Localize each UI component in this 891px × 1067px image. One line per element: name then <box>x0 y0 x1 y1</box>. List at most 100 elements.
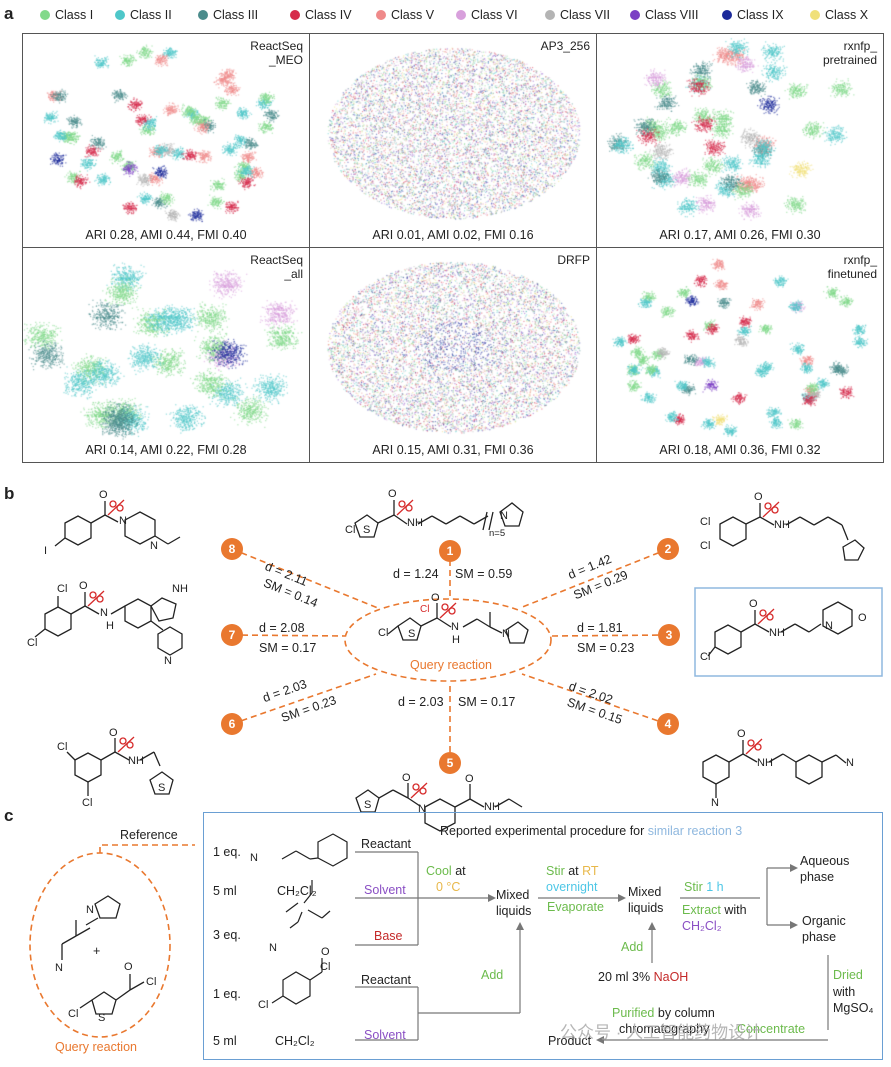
evaporate-step: Evaporate <box>547 900 604 914</box>
atom-nh: NH <box>769 627 785 639</box>
scatter-canvas <box>597 248 883 462</box>
atom-h: H <box>106 620 114 632</box>
reaction-node-4: 4 <box>657 713 679 735</box>
legend-dot <box>40 10 50 20</box>
distance-label-5: d = 2.03 <box>398 695 444 709</box>
role-3: Base <box>374 929 403 943</box>
plot-name: ReactSeq _MEO <box>250 39 303 67</box>
scatter-canvas <box>310 34 596 247</box>
aqueous-phase: Aqueous phase <box>800 854 850 884</box>
extract-step: Extract with <box>682 903 747 917</box>
atom-n: N <box>451 621 459 633</box>
reaction-node-1: 1 <box>439 540 461 562</box>
plot-name: DRFP <box>557 253 590 267</box>
atom-n: N <box>711 797 719 809</box>
scatter-canvas <box>597 34 883 247</box>
plot-metrics: ARI 0.17, AMI 0.26, FMI 0.30 <box>659 228 821 242</box>
amount-5: 5 ml <box>213 1034 237 1048</box>
legend-dot <box>115 10 125 20</box>
role-2: Solvent <box>364 883 406 897</box>
plot-name: rxnfp_ finetuned <box>827 253 877 281</box>
legend-dot <box>376 10 386 20</box>
panel-c-letter: c <box>4 806 14 825</box>
legend-label: Class IV <box>305 8 352 22</box>
dried-with: with MgSO₄ <box>833 985 874 1015</box>
reaction-node-7: 7 <box>221 624 243 646</box>
atom-n: N <box>500 510 508 522</box>
watermark: 公众号 · 人工智能药物设计 <box>560 1023 763 1042</box>
atom-h2n: N <box>250 852 258 864</box>
panel-a-letter: a <box>4 4 14 23</box>
sm-label-1: SM = 0.59 <box>455 567 513 581</box>
scatter-canvas <box>23 248 309 462</box>
sm-label-6: SM = 0.23 <box>279 693 339 725</box>
legend-dot <box>545 10 555 20</box>
stir-rt: RT <box>582 864 599 878</box>
atom-cl: Cl <box>700 540 711 552</box>
atom-o: O <box>754 491 763 503</box>
purified-word: Purified <box>612 1006 655 1020</box>
atom-s: S <box>364 799 372 811</box>
query-reaction-label-c: Query reaction <box>55 1040 137 1054</box>
cool-word: Cool <box>426 864 452 878</box>
atom-n: N <box>418 803 426 815</box>
stir-1h-step: Stir 1 h <box>684 880 724 894</box>
atom-o: O <box>749 598 758 610</box>
atom-s: S <box>408 628 416 640</box>
distance-label-6: d = 2.03 <box>260 676 309 706</box>
atom-i: I <box>44 545 48 557</box>
plot-metrics: ARI 0.15, AMI 0.31, FMI 0.36 <box>372 443 534 457</box>
plot-metrics: ARI 0.28, AMI 0.44, FMI 0.40 <box>85 228 247 242</box>
atom-o: O <box>124 961 133 973</box>
atom-s: S <box>98 1012 106 1024</box>
amount-4: 1 eq. <box>213 987 241 1001</box>
mixed-liquids-1: Mixed liquids <box>496 888 532 918</box>
formula-2: CH₂Cl₂ <box>277 884 317 898</box>
atom-n: N <box>502 628 510 640</box>
product-label: Product <box>548 1034 592 1048</box>
atom-n: N <box>119 515 127 527</box>
tsne-plot-drfp: DRFP ARI 0.15, AMI 0.31, FMI 0.36 <box>310 248 597 462</box>
naoh-amount: 20 ml 3% <box>598 970 654 984</box>
legend-item: Class V <box>376 8 434 22</box>
plot-metrics: ARI 0.14, AMI 0.22, FMI 0.28 <box>85 443 247 457</box>
legend-dot <box>456 10 466 20</box>
atom-n: N <box>164 655 172 667</box>
legend-dot <box>198 10 208 20</box>
atom-cl: Cl <box>378 627 389 639</box>
atom-nh: NH <box>128 755 144 767</box>
amount-3: 3 eq. <box>213 928 241 942</box>
sm-label-7: SM = 0.17 <box>259 641 317 655</box>
extract-word: Extract <box>682 903 721 917</box>
atom-o: O <box>465 773 474 785</box>
tsne-plot-reactseq-all: ReactSeq _all ARI 0.14, AMI 0.22, FMI 0.… <box>23 248 310 462</box>
atom-cl: Cl <box>82 797 93 809</box>
cool-temp: 0 °C <box>436 880 461 894</box>
purified-rest: by column <box>654 1006 715 1020</box>
tsne-plot-reactseq-meo: ReactSeq _MEO ARI 0.28, AMI 0.44, FMI 0.… <box>23 34 310 248</box>
atom-o: O <box>79 580 88 592</box>
plot-name: rxnfp_ pretrained <box>822 39 877 67</box>
role-1: Reactant <box>361 837 412 851</box>
atom-cl: Cl <box>57 583 68 595</box>
sm-label-3: SM = 0.23 <box>577 641 635 655</box>
legend-label: Class I <box>55 8 94 22</box>
atom-cl-acyl: Cl <box>320 961 331 973</box>
plus-sign: + <box>93 944 101 958</box>
atom-cl: Cl <box>146 976 157 988</box>
subscript-n5: n=5 <box>489 528 506 539</box>
atom-cl: Cl <box>700 651 711 663</box>
panel-b-letter: b <box>4 484 15 503</box>
reference-connector <box>99 844 195 853</box>
plot-metrics: ARI 0.01, AMI 0.02, FMI 0.16 <box>372 228 534 242</box>
distance-label-3: d = 1.81 <box>577 621 623 635</box>
add-step-2: Add <box>621 940 644 954</box>
atom-o: O <box>99 489 108 501</box>
atom-n: N <box>825 620 833 632</box>
atom-nh2: N <box>55 962 63 974</box>
stir-step: Stir at RT <box>546 864 599 878</box>
dried-step: Dried <box>833 968 863 982</box>
query-molecules <box>61 895 145 1015</box>
legend-label: Class VII <box>560 8 611 22</box>
